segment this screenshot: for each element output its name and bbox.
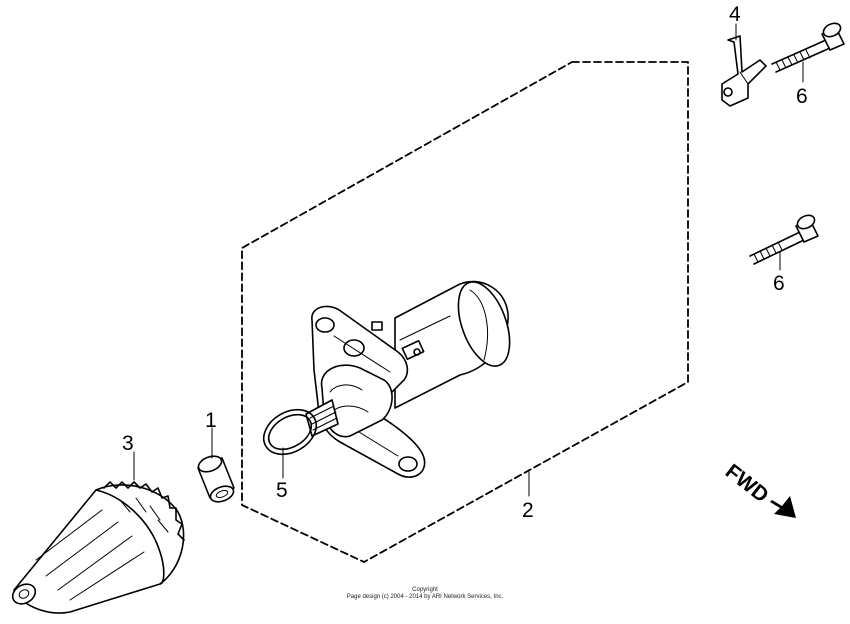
fwd-label: FWD	[721, 460, 773, 508]
forward-arrow-icon	[770, 496, 796, 518]
copyright-text: Page design (c) 2004 - 2014 by ARI Netwo…	[346, 594, 504, 600]
starting-clutch-gear	[11, 481, 185, 614]
starting-motor	[305, 280, 511, 478]
upper-flange-bolt	[771, 22, 845, 73]
leader-lines	[133, 23, 804, 497]
callout-lower-flange-bolt: 6	[773, 272, 785, 295]
callout-bushing: 1	[205, 409, 217, 432]
callout-starting-clutch-gear: 3	[122, 432, 134, 455]
o-ring	[262, 408, 318, 456]
copyright-notice: Copyright Page design (c) 2004 - 2014 by…	[0, 587, 850, 601]
bushing	[197, 455, 235, 503]
callout-cable-clamp-bracket: 4	[729, 3, 741, 26]
lower-flange-bolt	[749, 214, 819, 265]
forward-direction-indicator: FWD	[721, 460, 796, 518]
callout-upper-flange-bolt: 6	[796, 85, 808, 108]
callout-numbers: 1 2 3 4 5 6 6	[122, 3, 808, 522]
callout-starting-motor: 2	[522, 499, 534, 522]
cable-clamp-bracket	[721, 35, 767, 107]
copyright-title: Copyright	[412, 587, 438, 593]
callout-o-ring: 5	[276, 479, 288, 502]
motor-assembly-boundary	[241, 61, 689, 563]
